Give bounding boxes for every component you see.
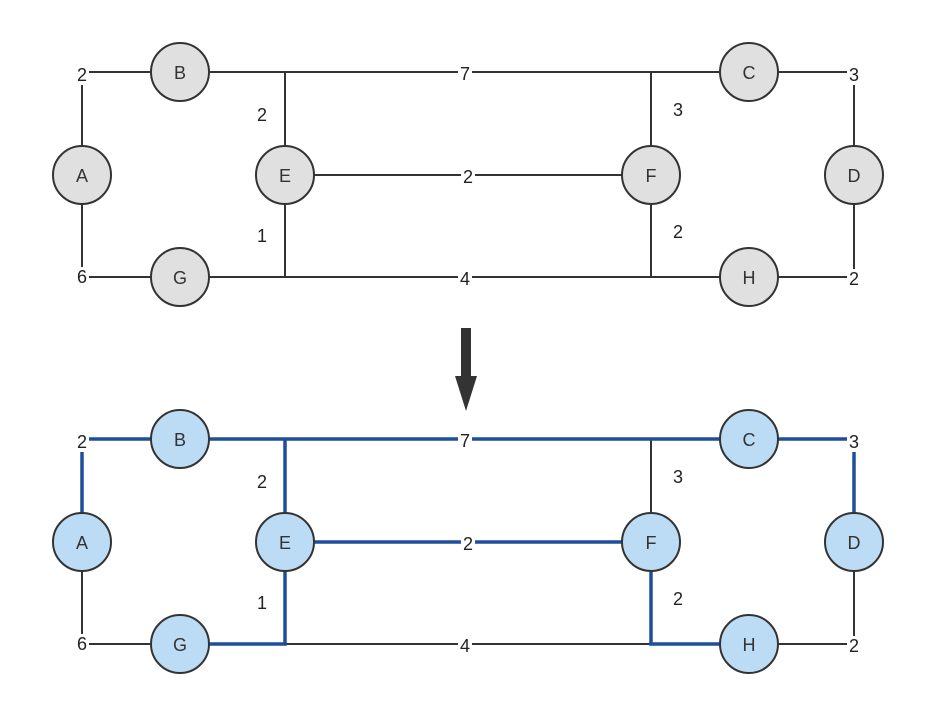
weight-label-bg bbox=[671, 589, 685, 609]
node-label-h: H bbox=[743, 268, 756, 288]
edge-d-h bbox=[778, 571, 855, 645]
node-h bbox=[719, 247, 779, 307]
weight-label-bg bbox=[255, 226, 269, 246]
edge-weight-c-f: 3 bbox=[673, 467, 683, 487]
weight-label-bg bbox=[458, 636, 472, 656]
edge-weight-b-c: 7 bbox=[460, 64, 470, 84]
node-g bbox=[150, 614, 210, 674]
node-c bbox=[719, 409, 779, 469]
weight-label-bg bbox=[255, 105, 269, 125]
edge-weight-c-f: 3 bbox=[673, 100, 683, 120]
edge-e-g bbox=[209, 571, 287, 646]
weight-label-bg bbox=[847, 636, 861, 656]
node-h bbox=[719, 614, 779, 674]
node-label-e: E bbox=[279, 166, 291, 186]
node-label-a: A bbox=[76, 166, 88, 186]
node-a bbox=[52, 512, 112, 572]
weight-label-bg bbox=[458, 431, 472, 451]
weight-label-bg bbox=[75, 432, 89, 452]
weight-label-bg bbox=[847, 432, 861, 452]
node-d bbox=[824, 145, 884, 205]
edge-weight-d-h: 2 bbox=[849, 636, 859, 656]
edge-weight-e-g: 1 bbox=[257, 226, 267, 246]
edge-c-d bbox=[778, 71, 855, 146]
weight-label-bg bbox=[255, 472, 269, 492]
edge-weight-f-h: 2 bbox=[673, 589, 683, 609]
node-label-f: F bbox=[646, 533, 657, 553]
edge-weight-a-g: 6 bbox=[77, 634, 87, 654]
node-label-a: A bbox=[76, 533, 88, 553]
node-label-c: C bbox=[743, 430, 756, 450]
node-label-d: D bbox=[848, 166, 861, 186]
edge-f-h bbox=[649, 571, 720, 646]
edge-weight-g-h: 4 bbox=[460, 636, 470, 656]
edge-a-b bbox=[81, 71, 151, 146]
node-b bbox=[150, 42, 210, 102]
edge-weight-c-d: 3 bbox=[849, 432, 859, 452]
edge-f-h bbox=[650, 204, 720, 278]
edge-a-g bbox=[81, 204, 151, 278]
weight-label-bg bbox=[458, 269, 472, 289]
weight-label-bg bbox=[75, 65, 89, 85]
edge-weight-b-e: 2 bbox=[257, 472, 267, 492]
node-e bbox=[255, 145, 315, 205]
weight-label-bg bbox=[75, 634, 89, 654]
edge-weight-b-e: 2 bbox=[257, 105, 267, 125]
edge-weight-b-c: 7 bbox=[460, 431, 470, 451]
node-label-g: G bbox=[173, 268, 187, 288]
weight-label-bg bbox=[75, 267, 89, 287]
node-a bbox=[52, 145, 112, 205]
edge-e-g bbox=[209, 204, 286, 278]
node-label-f: F bbox=[646, 166, 657, 186]
edge-weight-f-h: 2 bbox=[673, 222, 683, 242]
edge-weight-a-g: 6 bbox=[77, 267, 87, 287]
arrow-head bbox=[455, 376, 477, 411]
weight-label-bg bbox=[255, 593, 269, 613]
node-label-e: E bbox=[279, 533, 291, 553]
edge-a-g bbox=[81, 571, 151, 645]
edge-weight-c-d: 3 bbox=[849, 65, 859, 85]
node-c bbox=[719, 42, 779, 102]
node-label-b: B bbox=[174, 430, 186, 450]
weight-label-bg bbox=[847, 65, 861, 85]
edge-d-h bbox=[778, 204, 855, 278]
node-label-h: H bbox=[743, 635, 756, 655]
edge-weight-e-g: 1 bbox=[257, 593, 267, 613]
node-g bbox=[150, 247, 210, 307]
edge-c-d bbox=[778, 437, 856, 513]
weight-label-bg bbox=[458, 64, 472, 84]
weight-label-bg bbox=[461, 167, 475, 187]
weight-label-bg bbox=[671, 222, 685, 242]
node-d bbox=[824, 512, 884, 572]
weight-label-bg bbox=[461, 534, 475, 554]
node-f bbox=[621, 145, 681, 205]
edge-a-b bbox=[80, 437, 151, 513]
weight-label-bg bbox=[847, 269, 861, 289]
down-arrow-icon bbox=[455, 328, 477, 411]
edge-weight-g-h: 4 bbox=[460, 269, 470, 289]
edge-weight-e-f: 2 bbox=[463, 534, 473, 554]
edge-weight-a-b: 2 bbox=[77, 65, 87, 85]
node-f bbox=[621, 512, 681, 572]
node-label-d: D bbox=[848, 533, 861, 553]
node-label-g: G bbox=[173, 635, 187, 655]
node-label-b: B bbox=[174, 63, 186, 83]
node-b bbox=[150, 409, 210, 469]
edge-weight-e-f: 2 bbox=[463, 167, 473, 187]
weight-label-bg bbox=[671, 467, 685, 487]
edge-weight-d-h: 2 bbox=[849, 269, 859, 289]
edge-weight-a-b: 2 bbox=[77, 432, 87, 452]
node-e bbox=[255, 512, 315, 572]
arrow-shaft bbox=[461, 328, 471, 376]
node-label-c: C bbox=[743, 63, 756, 83]
weight-label-bg bbox=[671, 100, 685, 120]
